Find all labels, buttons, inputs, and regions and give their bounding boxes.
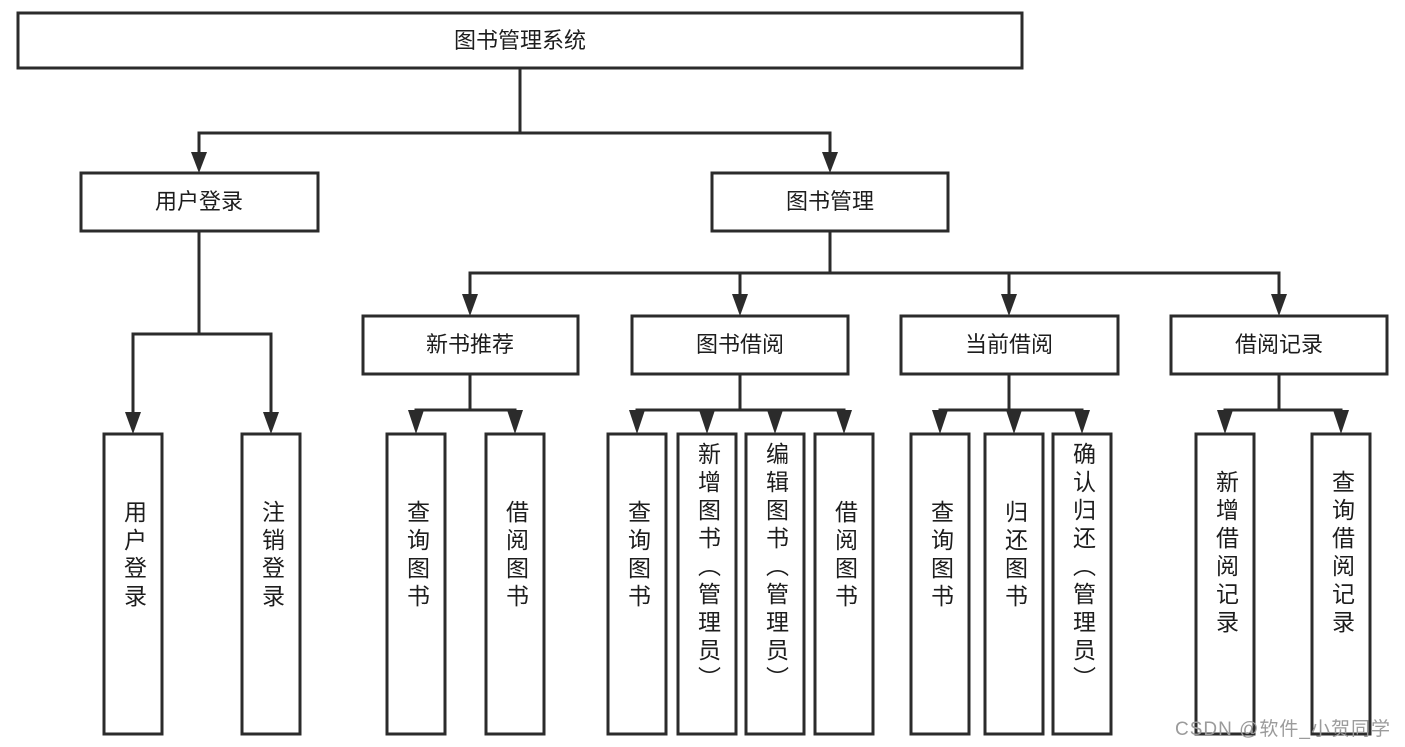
- node-borrow-record-label: 借阅记录: [1235, 332, 1323, 357]
- arrow-head-leaf-borrow-book-rec: [507, 410, 523, 434]
- arrow-head-leaf-user-login: [125, 412, 141, 434]
- node-leaf-confirm-return-admin-rect[interactable]: [1051, 432, 1113, 736]
- node-leaf-query-book-borrow-rect[interactable]: [606, 432, 668, 736]
- node-current-borrow[interactable]: 当前借阅: [899, 314, 1120, 376]
- node-root[interactable]: 图书管理系统: [16, 11, 1024, 70]
- node-leaf-edit-book-admin-rect[interactable]: [744, 432, 806, 736]
- node-current-borrow-label: 当前借阅: [965, 332, 1053, 357]
- node-root-label: 图书管理系统: [454, 28, 586, 53]
- node-root-rect[interactable]: [16, 11, 1024, 70]
- node-leaf-add-book-admin-rect[interactable]: [676, 432, 738, 736]
- arrow-head-leaf-return-book: [1006, 410, 1022, 434]
- arrow-head-leaf-query-book-current: [932, 410, 948, 434]
- connector-group-borrow-record-to-leaves: [1217, 372, 1349, 434]
- node-book-manage-rect[interactable]: [710, 171, 950, 233]
- node-user-login-label: 用户登录: [155, 189, 243, 214]
- connector-group-book-borrow-to-leaves: [629, 372, 852, 434]
- arrow-head-leaf-add-borrow-record: [1217, 410, 1233, 434]
- arrow-head-borrow-record: [1271, 294, 1287, 316]
- node-borrow-record[interactable]: 借阅记录: [1169, 314, 1389, 376]
- watermark-text: CSDN @软件_小贺同学: [1175, 719, 1391, 740]
- node-leaf-return-book-rect[interactable]: [983, 432, 1045, 736]
- node-leaf-borrow-book-rec-rect[interactable]: [484, 432, 546, 736]
- node-leaf-borrow-book-rect[interactable]: [813, 432, 875, 736]
- node-borrow-record-rect[interactable]: [1169, 314, 1389, 376]
- connector-group-user-login-to-leaves: [125, 229, 279, 434]
- node-leaf-user-login-rect[interactable]: [102, 432, 164, 736]
- arrow-head-user-login: [191, 152, 207, 173]
- arrow-head-new-book-recommend: [462, 294, 478, 316]
- arrow-head-current-borrow: [1001, 294, 1017, 316]
- node-current-borrow-rect[interactable]: [899, 314, 1120, 376]
- node-book-manage-label: 图书管理: [786, 189, 874, 214]
- arrow-head-book-borrow: [732, 294, 748, 316]
- node-new-book-recommend-label: 新书推荐: [426, 332, 514, 357]
- arrow-head-leaf-query-book-rec: [408, 410, 424, 434]
- node-user-login[interactable]: 用户登录: [79, 171, 320, 233]
- connector-group-root-to-level2: [191, 66, 838, 173]
- leaf-box-group: [102, 432, 1372, 736]
- arrow-head-leaf-query-book-borrow: [629, 410, 645, 434]
- node-new-book-recommend[interactable]: 新书推荐: [361, 314, 580, 376]
- node-book-borrow-rect[interactable]: [630, 314, 850, 376]
- arrow-head-leaf-borrow-book: [836, 410, 852, 434]
- arrow-head-leaf-query-borrow-record: [1333, 410, 1349, 434]
- arrow-head-leaf-edit-book-admin: [767, 410, 783, 434]
- node-leaf-query-book-rec-rect[interactable]: [385, 432, 447, 736]
- node-book-borrow[interactable]: 图书借阅: [630, 314, 850, 376]
- arrow-head-leaf-confirm-return-admin: [1074, 410, 1090, 434]
- node-leaf-add-borrow-record-rect[interactable]: [1194, 432, 1256, 736]
- connector-group-current-borrow-to-leaves: [932, 372, 1090, 434]
- connector-group-new-book-recommend-to-leaves: [408, 372, 523, 434]
- node-book-borrow-label: 图书借阅: [696, 332, 784, 357]
- connector-group-book-manage-to-level3: [462, 229, 1287, 316]
- node-leaf-query-book-current-rect[interactable]: [909, 432, 971, 736]
- arrow-head-leaf-add-book-admin: [699, 410, 715, 434]
- node-book-manage[interactable]: 图书管理: [710, 171, 950, 233]
- node-user-login-rect[interactable]: [79, 171, 320, 233]
- node-new-book-recommend-rect[interactable]: [361, 314, 580, 376]
- arrow-head-book-manage: [822, 152, 838, 173]
- arrow-head-leaf-logout-login: [263, 412, 279, 434]
- node-leaf-logout-login-rect[interactable]: [240, 432, 302, 736]
- node-leaf-query-borrow-record-rect[interactable]: [1310, 432, 1372, 736]
